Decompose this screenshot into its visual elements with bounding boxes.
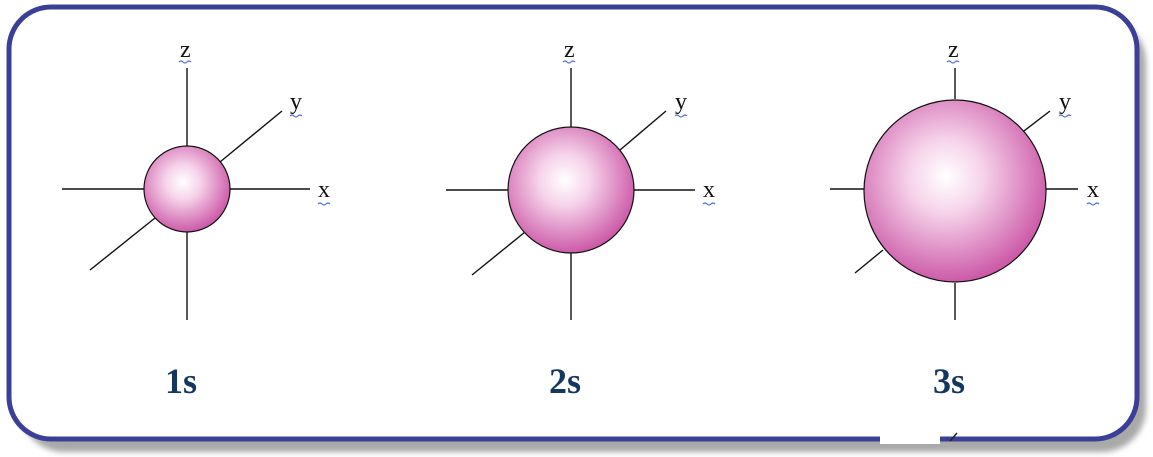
y-axis-back-2s — [619, 110, 667, 151]
orbital-1s: z y x 1s — [62, 37, 331, 401]
axis-label-z-1s: z — [180, 37, 191, 63]
orbital-label-1s: 1s — [165, 361, 197, 401]
border-tick-mark — [949, 432, 958, 442]
orbital-sphere-3s — [863, 99, 1047, 283]
axis-label-y-1s: y — [290, 89, 302, 115]
y-axis-front-1s — [89, 217, 156, 271]
axis-label-y-2s: y — [675, 89, 687, 115]
orbital-sphere-1s — [143, 145, 231, 233]
orbital-3s: z y x 3s — [830, 37, 1100, 401]
spellcheck-underline — [702, 202, 716, 206]
spellcheck-underline — [946, 60, 960, 64]
y-axis-back-1s — [219, 110, 283, 163]
axis-label-x-1s: x — [318, 177, 330, 203]
orbital-2s: z y x 2s — [446, 37, 716, 401]
spellcheck-underline — [562, 60, 576, 64]
spellcheck-underline — [289, 114, 303, 118]
axis-label-x-2s: x — [703, 177, 715, 203]
spellcheck-underline — [1058, 114, 1072, 118]
axis-label-z-2s: z — [564, 37, 575, 63]
orbital-label-3s: 3s — [933, 361, 965, 401]
spellcheck-underline — [1086, 202, 1100, 206]
axis-label-z-3s: z — [948, 37, 959, 63]
orbital-label-2s: 2s — [549, 361, 581, 401]
orbital-sphere-2s — [507, 126, 635, 254]
spellcheck-underline — [674, 114, 688, 118]
spellcheck-underline — [317, 202, 331, 206]
y-axis-back-3s — [1019, 110, 1051, 135]
axis-label-y-3s: y — [1059, 89, 1071, 115]
spellcheck-underline — [178, 60, 192, 64]
y-axis-front-2s — [471, 231, 526, 276]
axis-label-x-3s: x — [1087, 177, 1099, 203]
y-axis-front-3s — [854, 249, 884, 274]
border-gap-artifact — [880, 434, 940, 444]
